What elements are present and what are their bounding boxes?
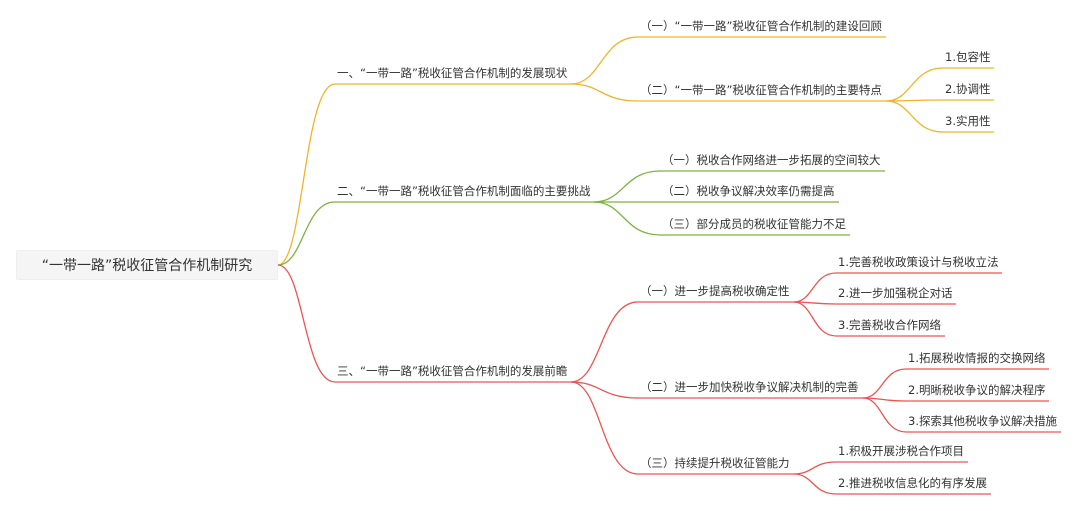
branch-1-node[interactable]: 一、“一带一路”税收征管合作机制的发展现状 — [337, 66, 568, 80]
connector-b0-1-0 — [885, 67, 944, 102]
branch-3-sub-2-item-3[interactable]: 3.探索其他税收争议解决措施 — [908, 414, 1057, 428]
branch-3-sub-3-item-1[interactable]: 1.积极开展涉税合作项目 — [838, 444, 964, 458]
connector-b2 — [277, 264, 336, 383]
connector-b2-2-0 — [793, 461, 837, 475]
connector-b2-1-2 — [862, 397, 907, 433]
branch-3-sub-2-item-2[interactable]: 2.明晰税收争议的解决程序 — [908, 383, 1046, 397]
connector-b1 — [277, 201, 336, 266]
branch-1-sub-2-item-2[interactable]: 2.协调性 — [945, 82, 991, 96]
branch-2-sub-2[interactable]: （二）税收争议解决效率仍需提高 — [662, 184, 835, 198]
branch-2-sub-3[interactable]: （三）部分成员的税收征管能力不足 — [662, 217, 846, 231]
connector-b2-1-0 — [862, 368, 907, 399]
connector-b0 — [277, 83, 336, 266]
branch-1-sub-2-item-1[interactable]: 1.包容性 — [945, 50, 991, 64]
branch-1-sub-2-item-3[interactable]: 3.实用性 — [945, 114, 991, 128]
branch-3-sub-1-item-2[interactable]: 2.进一步加强税企对话 — [838, 286, 953, 300]
branch-3-sub-1-item-1[interactable]: 1.完善税收政策设计与税收立法 — [838, 255, 999, 269]
branch-3-sub-3-item-2[interactable]: 2.推进税收信息化的有序发展 — [838, 476, 987, 490]
branch-2-sub-1[interactable]: （一）税收合作网络进一步拓展的空间较大 — [662, 153, 881, 167]
branch-2-node[interactable]: 二、“一带一路”税收征管合作机制面临的主要挑战 — [337, 184, 591, 198]
branch-3-node[interactable]: 三、“一带一路”税收征管合作机制的发展前瞻 — [337, 364, 568, 378]
connector-b2-0-0 — [793, 272, 837, 303]
root-label: “一带一路”税收征管合作机制研究 — [41, 258, 253, 274]
connector-b2-2-1 — [793, 473, 837, 495]
branch-3-sub-1-item-3[interactable]: 3.完善税收合作网络 — [838, 318, 941, 332]
branch-3-sub-3[interactable]: （三）持续提升税收征管能力 — [640, 456, 790, 470]
connector-b0-0 — [570, 36, 639, 85]
connector-b0-1-2 — [885, 100, 944, 133]
connector-b1-0 — [593, 170, 661, 203]
connector-b2-0 — [570, 301, 639, 383]
root-node[interactable]: “一带一路”税收征管合作机制研究 — [16, 250, 278, 280]
branch-1-sub-2[interactable]: （二）“一带一路”税收征管合作机制的主要特点 — [640, 83, 882, 97]
branch-3-sub-1[interactable]: （一）进一步提高税收确定性 — [640, 284, 790, 298]
branch-3-sub-2-item-1[interactable]: 1.拓展税收情报的交换网络 — [908, 351, 1046, 365]
connector-b2-1 — [570, 381, 639, 399]
connector-b0-1 — [570, 83, 639, 102]
connector-b1-2 — [593, 201, 661, 236]
branch-3-sub-2[interactable]: （二）进一步加快税收争议解决机制的完善 — [640, 380, 859, 394]
connector-b2-0-2 — [793, 301, 837, 337]
connector-b2-2 — [570, 381, 639, 475]
branch-1-sub-1[interactable]: （一）“一带一路”税收征管合作机制的建设回顾 — [640, 19, 882, 33]
